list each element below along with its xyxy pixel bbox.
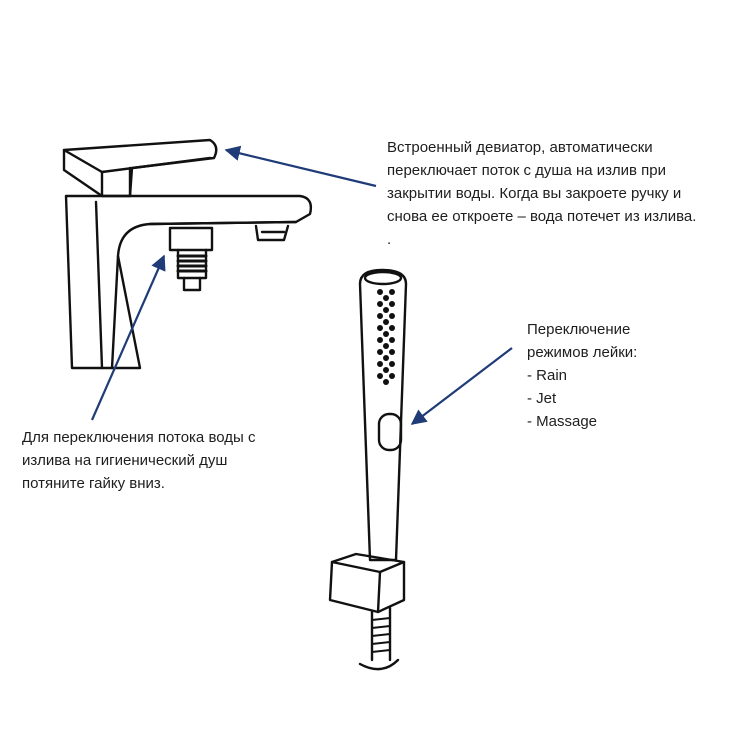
callout-line: излива на гигиенический душ xyxy=(22,452,228,469)
callout-line: - Jet xyxy=(527,390,557,407)
arrow-to-nut xyxy=(90,254,166,421)
hand-shower-illustration xyxy=(328,268,408,671)
callout-line: Встроенный девиатор, автоматически xyxy=(387,139,653,156)
callout-line: режимов лейки: xyxy=(527,344,638,361)
diverter-nut xyxy=(168,226,214,292)
callout-arrows xyxy=(90,145,513,425)
callout-line: потяните гайку вниз. xyxy=(22,475,165,492)
callout-nut-text: Для переключения потока воды с излива на… xyxy=(22,426,255,495)
faucet-body xyxy=(64,194,313,370)
callout-line: - Massage xyxy=(527,413,598,430)
callout-line: переключает поток с душа на излив при xyxy=(387,162,666,179)
callout-diverter-text: Встроенный девиатор, автоматически перек… xyxy=(387,136,696,251)
faucet-handle xyxy=(62,138,218,198)
callout-line: Для переключения потока воды с xyxy=(22,429,256,446)
arrow-to-handle xyxy=(224,145,377,188)
shower-nozzles xyxy=(377,289,395,385)
callout-modes-text: Переключение режимов лейки: - Rain - Jet… xyxy=(527,318,637,433)
callout-line: снова ее откроете – вода потечет из изли… xyxy=(387,208,697,225)
callout-line: закрытии воды. Когда вы закроете ручку и xyxy=(387,185,682,202)
callout-line: Переключение xyxy=(527,321,631,338)
arrow-to-mode-button xyxy=(410,347,513,425)
spout-outlet xyxy=(254,224,290,242)
faucet-illustration xyxy=(62,138,313,370)
callout-line: . xyxy=(387,231,392,248)
shower-bracket xyxy=(328,552,406,614)
shower-head xyxy=(358,268,408,562)
shower-hose xyxy=(358,606,400,671)
mode-switch-button xyxy=(377,412,403,452)
callout-line: - Rain xyxy=(527,367,568,384)
